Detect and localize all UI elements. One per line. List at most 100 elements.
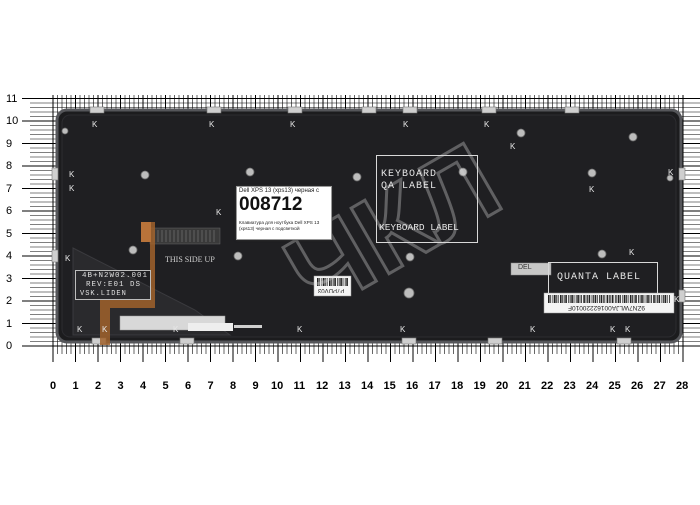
barcode-bar	[596, 295, 598, 303]
part-number-box: 4B+N2W02.001 REV:E01 DS VSK.LIDEN	[75, 270, 151, 300]
barcode-bar	[563, 295, 565, 303]
barcode-bar	[577, 295, 579, 303]
screw-mark-k: K	[173, 325, 179, 334]
barcode-bar	[342, 278, 344, 286]
barcode-bar	[604, 295, 606, 303]
screw-mark-k: K	[629, 248, 635, 257]
screw-mark-k: K	[297, 325, 303, 334]
screw-mark-k: K	[400, 325, 406, 334]
ruler-y-label: 6	[6, 205, 13, 217]
barcode-bar	[573, 295, 575, 303]
ruler-x-label: 14	[361, 380, 374, 392]
ruler-y-label: 11	[6, 92, 18, 105]
ruler-x-label: 10	[271, 380, 284, 392]
ruler-x-label: 7	[207, 380, 214, 392]
barcode-bar	[579, 295, 581, 303]
barcode-bar	[655, 295, 657, 303]
barcode-bar	[639, 295, 641, 303]
barcode-bar	[632, 295, 633, 303]
ruler-x-label: 0	[50, 380, 57, 392]
barcode-bar	[664, 295, 667, 303]
barcode-bar	[643, 295, 645, 303]
barcode-bar	[635, 295, 637, 303]
ruler-y-label: 5	[6, 227, 13, 240]
barcode-small-text: P7PDV03	[318, 287, 345, 293]
ruler-x-label: 6	[185, 380, 192, 392]
ruler-x-label: 2	[95, 380, 102, 392]
barcode-bar	[649, 295, 651, 303]
product-sticker: Dell XPS 13 (xps13) черная с 008712 Клав…	[236, 186, 332, 240]
barcode-bar	[626, 295, 627, 303]
barcode-bar	[663, 295, 664, 303]
barcode-bar	[338, 278, 340, 286]
ruler-y-label: 4	[6, 250, 13, 262]
ruler-x-label: 3	[117, 380, 124, 392]
barcode-bar	[334, 278, 336, 286]
barcode-bar	[591, 295, 593, 303]
barcode-bar	[321, 278, 323, 286]
ruler-x-label: 16	[406, 380, 419, 392]
screw-mark-k: K	[92, 120, 98, 129]
ruler-x-label: 12	[316, 380, 329, 392]
keyboard-label-text: KEYBOARD LABEL	[379, 222, 459, 233]
barcode-bar	[325, 278, 327, 286]
ruler-y-label: 10	[6, 115, 19, 127]
ruler-x-label: 8	[230, 380, 237, 392]
screw-mark-k: K	[589, 185, 595, 194]
barcode-bar	[583, 295, 585, 303]
barcode-bar	[658, 295, 661, 303]
keyboard-qa-line1: KEYBOARD	[381, 169, 438, 180]
ruler-x-label: 9	[252, 380, 259, 392]
barcode-bar	[575, 295, 577, 303]
barcode-bar	[588, 295, 591, 303]
ruler-x-label: 11	[293, 380, 306, 392]
screw-mark-k: K	[510, 142, 516, 151]
ruler-x-label: 22	[541, 380, 554, 392]
ruler-x-label: 23	[563, 380, 576, 392]
part-line3: VSK.LIDEN	[80, 290, 127, 298]
ruler-y-label: 7	[6, 182, 13, 195]
screw-mark-k: K	[69, 184, 75, 193]
barcode-bar	[323, 278, 325, 286]
ruler-x-label: 15	[383, 380, 396, 392]
barcode-bar	[331, 278, 333, 286]
ruler-x-label: 24	[586, 380, 599, 392]
screw-mark-k: K	[102, 325, 108, 334]
ruler-x-label: 17	[428, 380, 441, 392]
barcode-bar	[346, 278, 348, 286]
barcode-bar	[623, 295, 626, 303]
ruler-x-label: 1	[72, 380, 79, 392]
barcode-bar	[340, 278, 342, 286]
barcode-bar	[627, 295, 629, 303]
barcode-bar	[614, 295, 616, 303]
barcode-bar	[569, 295, 571, 303]
screw-mark-k: K	[216, 208, 222, 217]
barcode-bar	[568, 295, 570, 303]
keyboard-qa-label-box: KEYBOARD QA LABEL KEYBOARD LABEL	[376, 155, 478, 243]
keyboard-qa-line2: QA LABEL	[381, 181, 438, 192]
barcode-bar	[666, 295, 668, 303]
ruler-x-label: 21	[518, 380, 531, 392]
barcode-bar	[550, 295, 552, 303]
barcode-bar	[317, 278, 319, 286]
screw-mark-k: K	[290, 120, 296, 129]
barcode-bar	[554, 295, 556, 303]
barcode-bar	[599, 295, 600, 303]
barcode-bar	[581, 295, 582, 303]
ruler-y-label: 2	[6, 295, 13, 307]
barcode-bar	[332, 278, 334, 286]
ruler-x-label: 13	[338, 380, 351, 392]
barcode-bar	[593, 295, 594, 303]
ruler-y-label: 3	[6, 272, 13, 285]
part-line2: REV:E01 DS	[86, 281, 142, 289]
ruler-x-label: 25	[608, 380, 621, 392]
sticker-title: Dell XPS 13 (xps13) черная с	[239, 188, 320, 194]
barcode-bar	[638, 295, 639, 303]
ruler-y-label: 9	[6, 137, 13, 150]
barcode-bar	[587, 295, 588, 303]
ruler-x-label: 18	[451, 380, 464, 392]
barcode-bar	[337, 278, 339, 286]
screw-mark-k: K	[209, 120, 215, 129]
